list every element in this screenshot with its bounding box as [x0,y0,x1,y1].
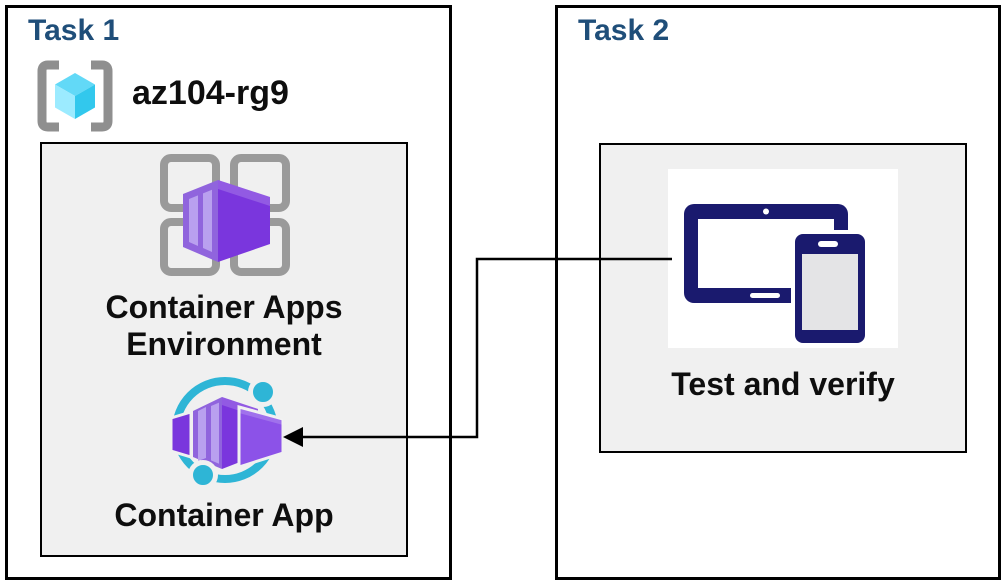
task1-title: Task 1 [28,14,120,47]
devices-icon [684,204,869,347]
container-apps-environment-icon [160,154,290,276]
center-box-stripe [198,407,206,461]
left-bracket-shape [37,60,59,132]
left-mini-box [169,409,193,460]
devices-icon-plate [668,169,898,348]
test-and-verify-label: Test and verify [671,366,895,402]
container-app-icon [169,377,285,490]
env-box-highlight [218,180,270,206]
env-box-left-face [183,180,218,262]
container-app-label: Container App [114,497,334,533]
resource-group-icon [37,60,113,132]
tablet-home-button [750,293,780,298]
env-box-stripe [189,195,198,246]
resource-group-name: az104-rg9 [132,74,289,112]
cube-right-face [75,84,95,119]
center-box-stripe [211,402,219,464]
right-mini-box [237,405,285,470]
teal-dot-top [248,377,278,407]
cube-left-face [55,84,75,119]
tablet-camera-dot [763,208,769,215]
phone-speaker [818,241,838,247]
right-bracket-shape [91,60,113,132]
env-box-stripe [203,189,212,252]
right-mini-box-highlight [239,407,283,425]
phone-icon [791,230,869,347]
container-apps-environment-label: Container Apps Environment [105,289,343,362]
teal-dot-bottom [188,460,218,490]
env-box-right-face [218,180,270,262]
task2-title: Task 2 [578,14,670,47]
